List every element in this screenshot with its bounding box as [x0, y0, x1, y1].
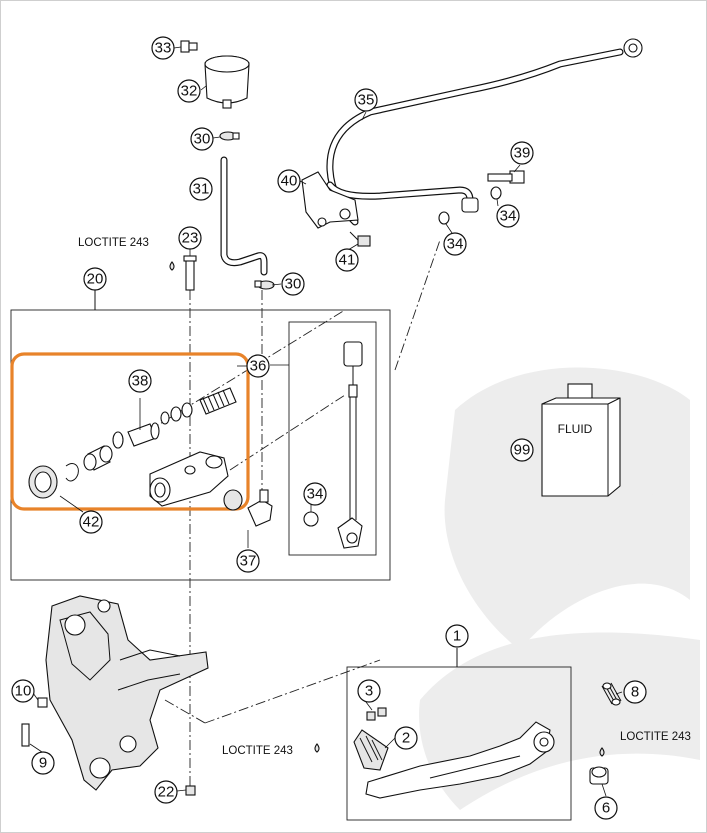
svg-text:22: 22 [158, 784, 175, 801]
group-box-36 [288, 321, 377, 556]
callout-2: 2 [394, 726, 418, 750]
svg-text:34: 34 [307, 486, 324, 503]
svg-text:30: 30 [194, 131, 211, 148]
part-30-clamp-top [219, 131, 240, 141]
callout-36: 36 [246, 354, 270, 378]
loctite-note-bottom: LOCTITE 243 [222, 745, 293, 757]
part-39-banjo-bolt [487, 170, 525, 184]
part-34-washer-a [490, 186, 502, 200]
assembly-lines [149, 239, 441, 790]
part-23-pin [183, 255, 197, 291]
part-9-pin [21, 723, 30, 747]
svg-text:9: 9 [39, 755, 47, 772]
callout-22: 22 [154, 780, 178, 804]
svg-text:6: 6 [602, 800, 610, 817]
part-6-bolt [589, 766, 609, 785]
svg-text:99: 99 [514, 442, 531, 459]
callout-30-top: 30 [190, 127, 214, 151]
highlight-box [10, 352, 250, 511]
svg-text:10: 10 [15, 683, 32, 700]
svg-text:33: 33 [155, 40, 172, 57]
svg-text:35: 35 [358, 92, 375, 109]
part-38-cylinder-kit [83, 387, 237, 471]
part-2-footpeg [353, 729, 389, 771]
svg-text:2: 2 [402, 730, 410, 747]
frame-bracket [45, 595, 209, 791]
callout-3: 3 [357, 679, 381, 703]
svg-text:39: 39 [514, 145, 531, 162]
svg-text:40: 40 [281, 173, 298, 190]
loctite-drop-right [599, 747, 605, 757]
callout-20: 20 [83, 267, 107, 291]
part-32-reservoir [204, 55, 250, 109]
group-box-1 [346, 666, 572, 821]
svg-text:1: 1 [453, 628, 461, 645]
callout-32: 32 [177, 79, 201, 103]
callout-39: 39 [510, 141, 534, 165]
callout-6: 6 [594, 796, 618, 820]
master-cylinder-body [149, 451, 229, 507]
fluid-label: FLUID [558, 422, 593, 436]
group-box-20 [10, 309, 391, 581]
part-35-brake-line [326, 38, 643, 226]
svg-text:34: 34 [447, 236, 464, 253]
callout-23: 23 [178, 226, 202, 250]
svg-text:42: 42 [83, 514, 100, 531]
loctite-drop-bottom [314, 743, 320, 753]
callout-9: 9 [31, 751, 55, 775]
part-22-nut [185, 785, 196, 796]
callout-37: 37 [236, 549, 260, 573]
callout-8: 8 [623, 680, 647, 704]
callout-99: 99 [510, 438, 534, 462]
part-8-spring [601, 682, 622, 706]
callout-41: 41 [335, 248, 359, 272]
leader-lines [29, 46, 623, 797]
part-40-bracket [301, 171, 359, 229]
svg-text:3: 3 [365, 683, 373, 700]
svg-text:41: 41 [339, 252, 356, 269]
callout-10: 10 [11, 679, 35, 703]
callout-31: 31 [189, 177, 213, 201]
callout-38: 38 [128, 369, 152, 393]
callout-34-box: 34 [303, 482, 327, 506]
part-10-bushing [37, 697, 48, 708]
part-31-hose [220, 156, 268, 276]
loctite-note-right: LOCTITE 243 [620, 731, 691, 743]
part-99-brake-fluid: FLUID [541, 383, 621, 497]
part-41-nut [349, 231, 371, 247]
svg-text:32: 32 [181, 83, 198, 100]
svg-text:37: 37 [240, 553, 257, 570]
part-34-washer-b [438, 211, 450, 225]
callout-40: 40 [277, 169, 301, 193]
svg-text:34: 34 [500, 208, 517, 225]
svg-text:36: 36 [250, 358, 267, 375]
brake-lever [365, 721, 555, 799]
part-36-switch-rod [337, 341, 363, 549]
callout-1: 1 [445, 624, 469, 648]
part-33-screw [180, 40, 198, 53]
callout-42: 42 [79, 510, 103, 534]
loctite-drop-left [169, 261, 175, 271]
callout-34-mid: 34 [443, 232, 467, 256]
svg-text:31: 31 [193, 181, 210, 198]
callout-34-right: 34 [496, 204, 520, 228]
callout-33: 33 [151, 36, 175, 60]
svg-text:23: 23 [182, 230, 199, 247]
svg-text:30: 30 [285, 276, 302, 293]
loctite-note-left: LOCTITE 243 [78, 237, 149, 249]
callout-35: 35 [354, 88, 378, 112]
part-37-fitting [223, 489, 273, 527]
svg-text:20: 20 [87, 271, 104, 288]
part-30-clamp-bottom [254, 280, 275, 290]
svg-text:38: 38 [132, 373, 149, 390]
part-42-boot [28, 463, 79, 499]
part-3-screws [366, 707, 387, 721]
callout-30-bottom: 30 [281, 272, 305, 296]
part-34-washer-c [303, 511, 319, 527]
svg-text:8: 8 [631, 684, 639, 701]
